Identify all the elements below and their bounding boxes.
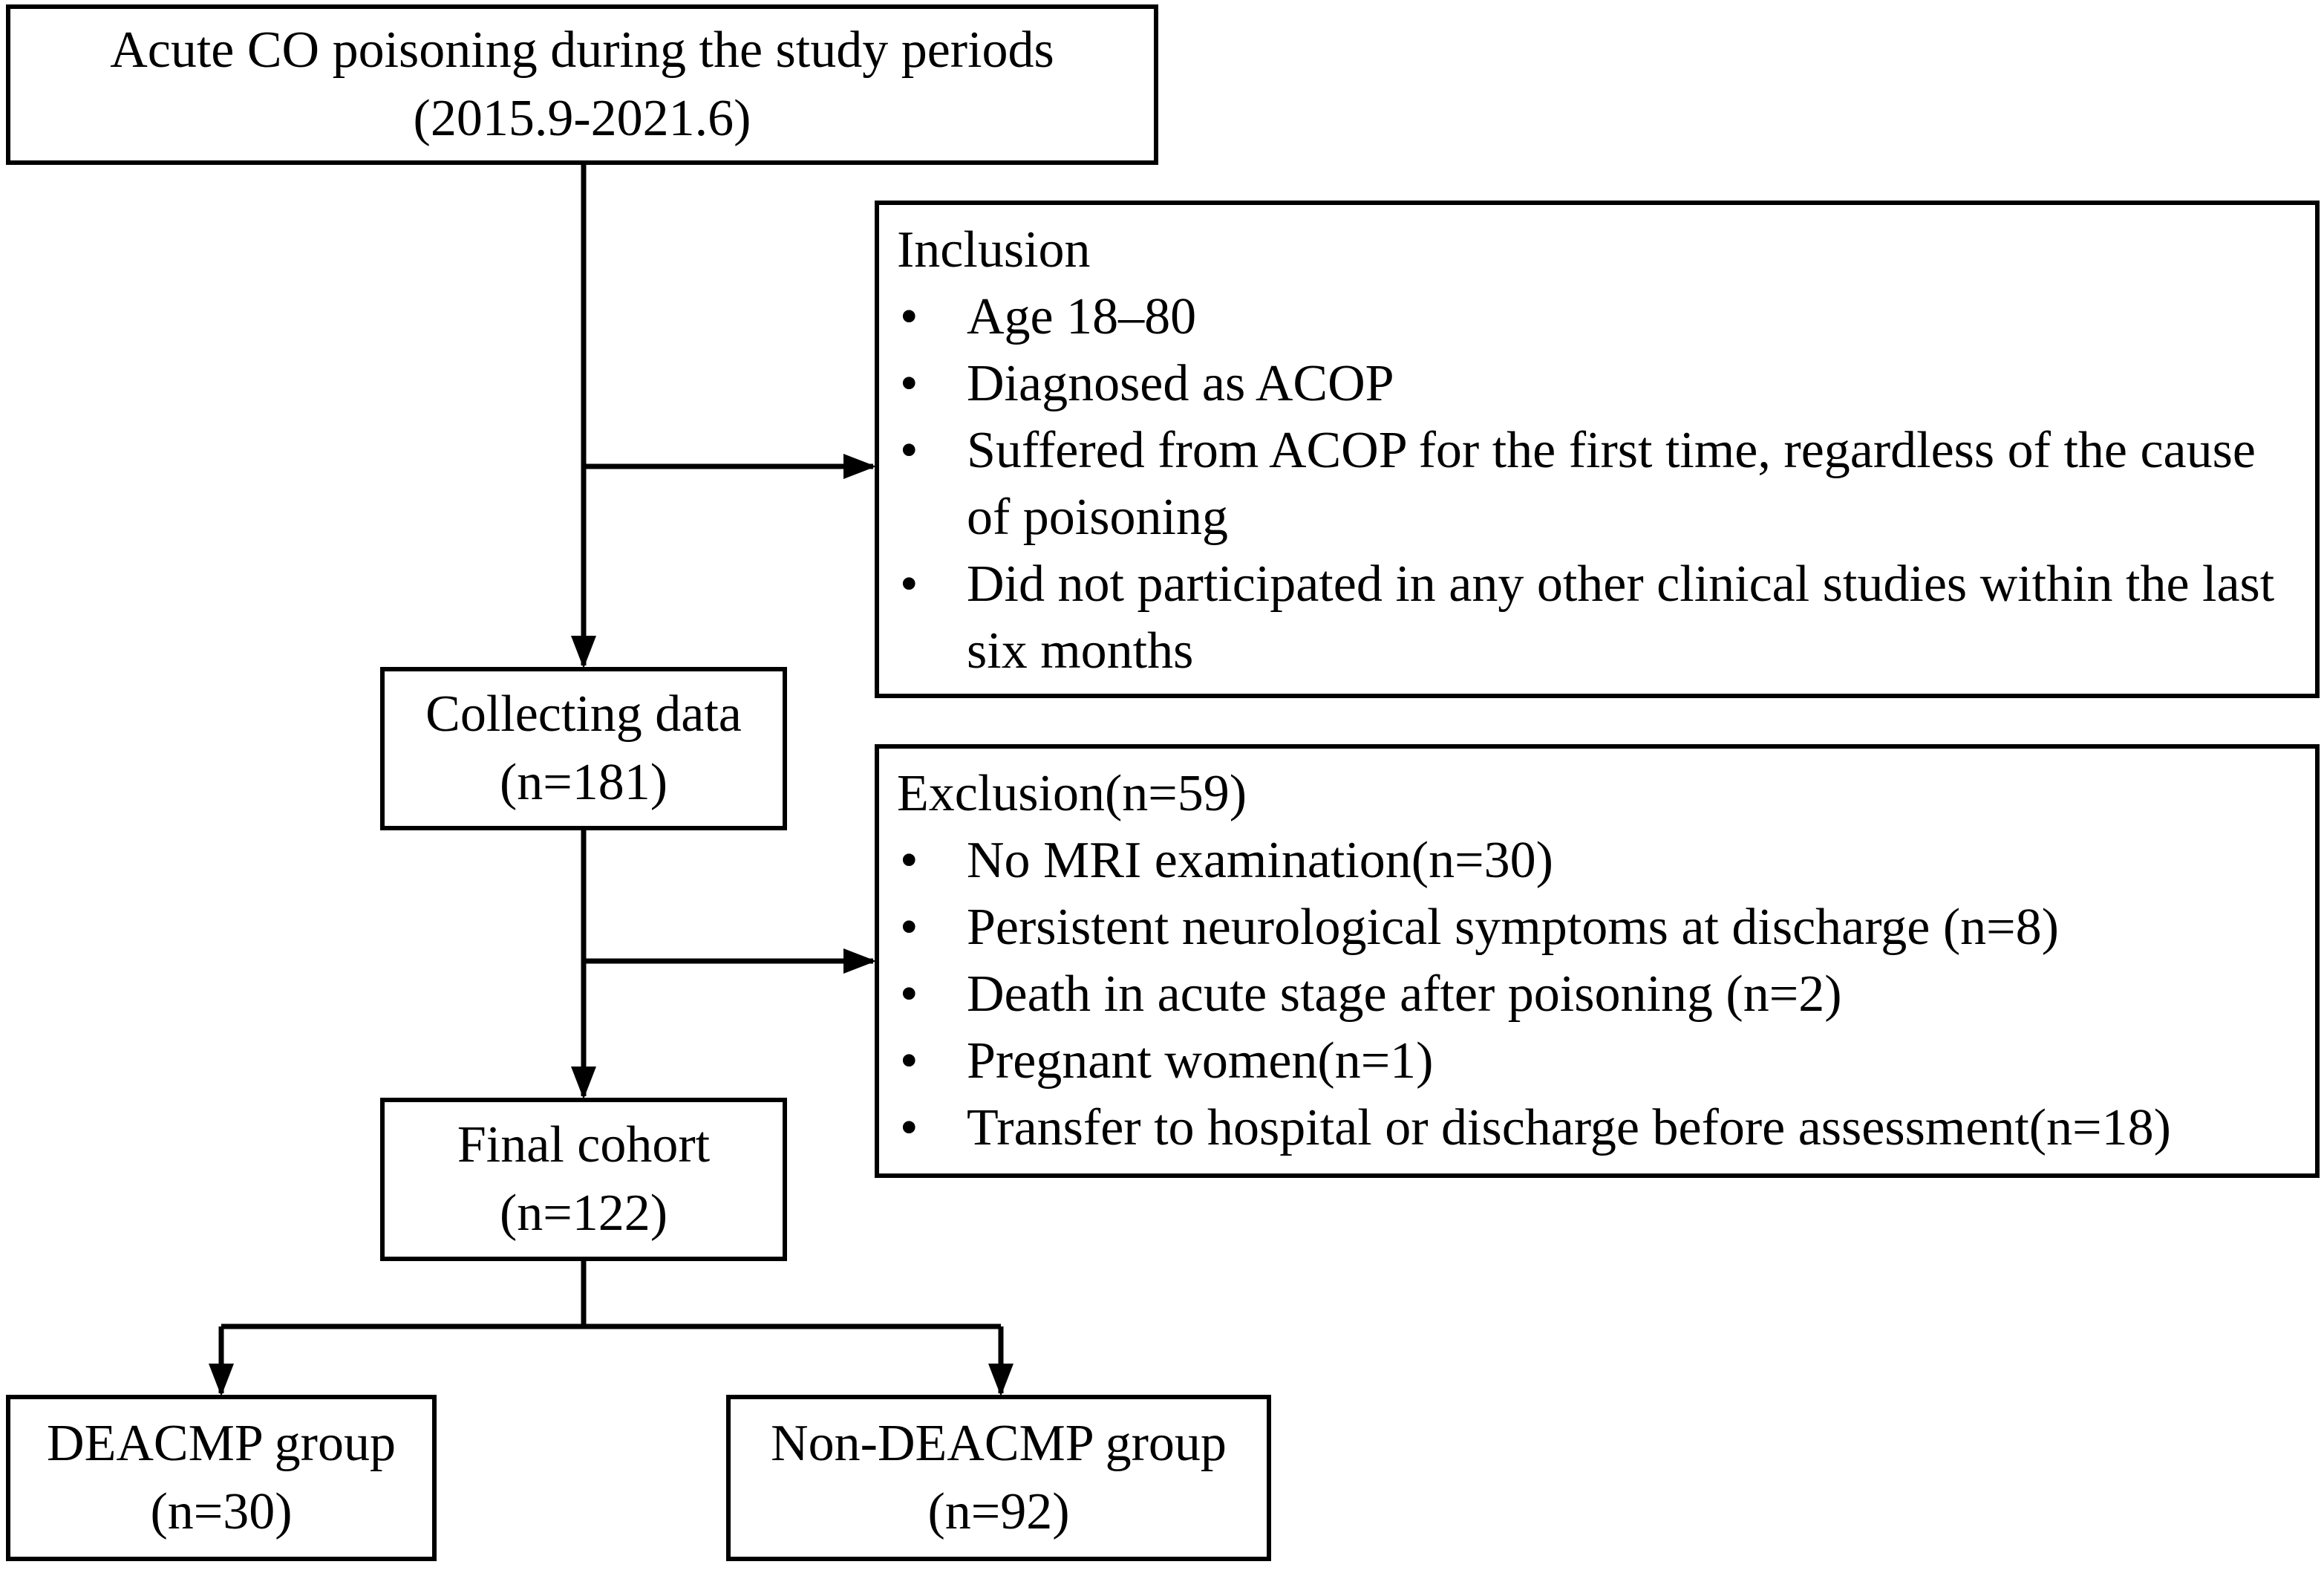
study-period-title: Acute CO poisoning during the study peri…: [110, 22, 1054, 79]
bullet-icon: •: [900, 1032, 918, 1090]
inclusion-item: •Age 18–80: [897, 284, 2300, 351]
bullet-icon: •: [900, 899, 918, 956]
study-period-box: Acute CO poisoning during the study peri…: [6, 4, 1158, 165]
non-deacmp-group-count: (n=92): [927, 1483, 1070, 1540]
exclusion-title: Exclusion(n=59): [897, 765, 1247, 822]
bullet-icon: •: [900, 556, 918, 613]
deacmp-group-title: DEACMP group: [47, 1415, 396, 1472]
inclusion-item: •Diagnosed as ACOP: [897, 351, 2300, 417]
collecting-data-title: Collecting data: [425, 686, 742, 743]
bullet-icon: •: [900, 355, 918, 412]
exclusion-item: •Transfer to hospital or discharge befor…: [897, 1095, 2300, 1162]
exclusion-list: •No MRI examination(n=30) •Persistent ne…: [897, 827, 2300, 1162]
bullet-icon: •: [900, 966, 918, 1023]
study-period-dates: (2015.9-2021.6): [413, 90, 751, 147]
collecting-data-count: (n=181): [499, 754, 668, 811]
final-cohort-count: (n=122): [499, 1185, 668, 1242]
inclusion-title: Inclusion: [897, 221, 1091, 279]
inclusion-item: •Did not participated in any other clini…: [897, 551, 2300, 685]
final-cohort-box: Final cohort (n=122): [380, 1098, 787, 1261]
deacmp-group-box: DEACMP group (n=30): [6, 1395, 437, 1561]
non-deacmp-group-box: Non-DEACMP group (n=92): [726, 1395, 1271, 1561]
bullet-icon: •: [900, 832, 918, 889]
non-deacmp-group-title: Non-DEACMP group: [771, 1415, 1227, 1472]
exclusion-item: •Persistent neurological symptoms at dis…: [897, 894, 2300, 961]
exclusion-item: •No MRI examination(n=30): [897, 827, 2300, 894]
inclusion-list: •Age 18–80 •Diagnosed as ACOP •Suffered …: [897, 284, 2300, 685]
inclusion-item: •Suffered from ACOP for the first time, …: [897, 417, 2300, 551]
collecting-data-box: Collecting data (n=181): [380, 667, 787, 830]
bullet-icon: •: [900, 422, 918, 479]
bullet-icon: •: [900, 1099, 918, 1156]
final-cohort-title: Final cohort: [457, 1116, 711, 1173]
exclusion-box: Exclusion(n=59) •No MRI examination(n=30…: [875, 744, 2320, 1178]
inclusion-box: Inclusion •Age 18–80 •Diagnosed as ACOP …: [875, 201, 2320, 698]
exclusion-item: •Pregnant women(n=1): [897, 1028, 2300, 1095]
deacmp-group-count: (n=30): [150, 1483, 293, 1540]
bullet-icon: •: [900, 288, 918, 345]
exclusion-item: •Death in acute stage after poisoning (n…: [897, 961, 2300, 1028]
